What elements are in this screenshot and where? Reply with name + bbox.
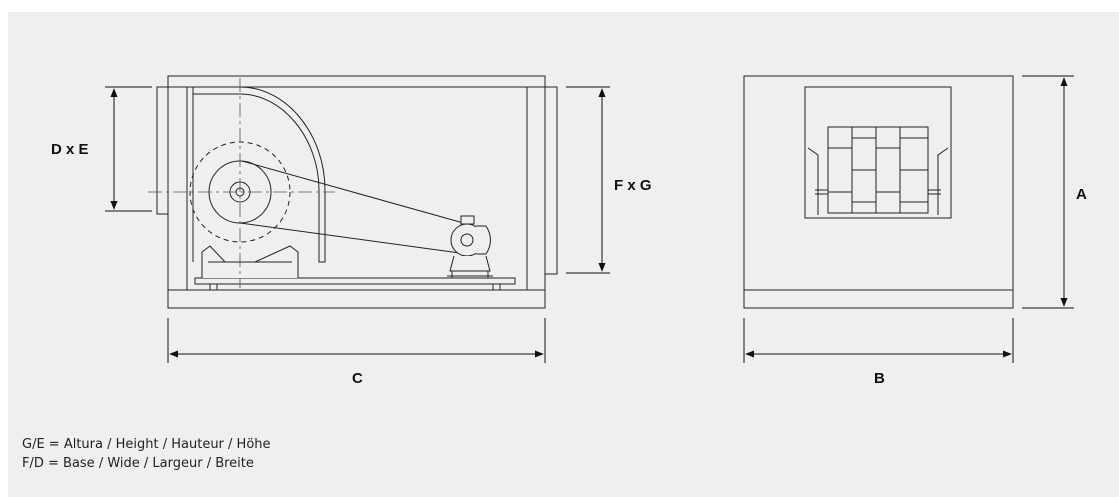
front-outlet-opening [804,86,952,219]
outlet-flange [544,86,558,275]
front-volute-left [807,147,819,215]
front-view [743,75,1014,309]
motor-feet [449,255,491,272]
fan-volute [192,86,326,263]
dimension-label-b: B [874,370,885,387]
side-view [156,75,558,309]
belt-upper [241,160,468,225]
dimension-lines [105,75,1074,363]
legend-width: F/D = Base / Wide / Largeur / Breite [22,456,254,471]
belt-lower [239,222,468,255]
front-volute-right [937,147,949,215]
fan-base-rail [194,277,516,285]
inlet-flange [156,86,169,215]
dimension-label-a: A [1076,186,1087,203]
motor-pulley-hub [460,233,474,247]
impeller-blades [827,126,929,214]
dimension-label-fxg: F x G [614,177,652,194]
center-lines [148,78,335,288]
motor-terminal-box [460,215,475,225]
dimension-label-dxe: D x E [51,141,89,158]
motor-body [476,225,491,255]
dimension-label-c: C [352,370,363,387]
legend-height: G/E = Altura / Height / Hauteur / Höhe [22,437,271,452]
